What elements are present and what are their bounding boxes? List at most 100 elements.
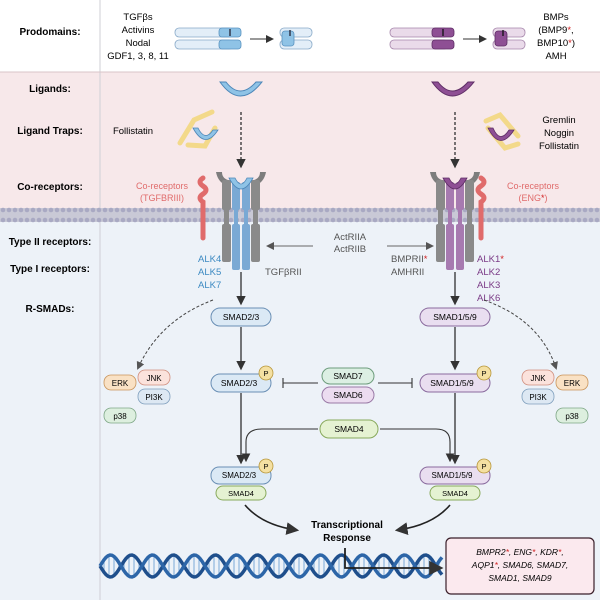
erk-left-node: ERK xyxy=(103,374,137,391)
prodomain-tgfb: TGFβs xyxy=(123,12,152,23)
bmp-precursor-dimer xyxy=(389,27,455,50)
tgf-ligand xyxy=(219,81,264,97)
complex-right-smad4-label: SMAD4 xyxy=(442,489,468,498)
actriia-label: ActRIIA xyxy=(334,232,367,243)
complex-left-smad4-label: SMAD4 xyxy=(228,489,254,498)
smad7-inhibition-left xyxy=(282,378,318,388)
target-genes-line1: BMPR2*, ENG*, KDR*, xyxy=(476,547,563,557)
prodomains-right-list: BMPs (BMP9*, BMP10*) AMH xyxy=(537,12,575,62)
smad159-smad4-complex: SMAD1/5/9 P SMAD4 xyxy=(419,458,492,501)
smad4-to-left-arrow xyxy=(241,428,318,463)
kinases-left: ERK JNK PI3K p38 xyxy=(103,369,171,424)
erk-left-label: ERK xyxy=(112,379,129,388)
trap-right-list: Gremlin Noggin Follistatin xyxy=(539,115,579,152)
row-label-co-receptors: Co-receptors: xyxy=(17,182,83,193)
alk7-label: ALK7 xyxy=(198,280,221,291)
bmp-receptor-complex xyxy=(430,172,480,270)
prodomain-nodal: Nodal xyxy=(126,38,151,49)
trap-gremlin: Gremlin xyxy=(542,115,575,126)
row-label-type2: Type II receptors: xyxy=(9,237,92,248)
tgfbriii-co-receptor xyxy=(197,175,209,241)
smad23-p-label: SMAD2/3 xyxy=(221,378,258,388)
alk1-label: ALK1* xyxy=(477,254,504,265)
complex-right-smad159-label: SMAD1/5/9 xyxy=(432,471,473,480)
bmp-prodomain-cleavage xyxy=(389,27,526,50)
pi3k-right-label: PI3K xyxy=(529,393,547,402)
smad4-center-node: SMAD4 xyxy=(319,419,379,439)
trap-noggin: Noggin xyxy=(544,128,574,139)
prodomain-gdf: GDF1, 3, 8, 11 xyxy=(107,51,169,62)
p38-left-node: p38 xyxy=(103,407,137,424)
complex-right-phospho-label: P xyxy=(481,462,486,471)
erk-right-node: ERK xyxy=(555,374,589,391)
type1-right-list: ALK1* ALK2 ALK3 ALK6 xyxy=(477,254,504,304)
smad6-inhibition-right xyxy=(378,378,413,388)
type1-left-list: ALK4 ALK5 ALK7 xyxy=(198,254,221,291)
tgf-mature-complex xyxy=(279,27,313,50)
eng-co-receptor xyxy=(475,175,487,241)
p38-left-label: p38 xyxy=(113,412,127,421)
jnk-right-label: JNK xyxy=(530,374,546,383)
tgf-noncanonical-arrow xyxy=(136,299,214,370)
prodomain-activins: Activins xyxy=(122,25,155,36)
smad23-smad4-complex: SMAD2/3 P SMAD4 xyxy=(210,458,274,501)
smad23-node: SMAD2/3 xyxy=(210,307,272,327)
alk2-label: ALK2 xyxy=(477,267,500,278)
tgf-precursor-dimer xyxy=(174,27,242,50)
smad159-p-node: SMAD1/5/9 P xyxy=(419,365,492,393)
co-receptor-left-l2: (TGFBRIII) xyxy=(140,193,184,203)
pi3k-left-label: PI3K xyxy=(145,393,163,402)
right-complex-to-response-arrow xyxy=(394,504,451,535)
pi3k-left-node: PI3K xyxy=(137,388,171,405)
smad7-node: SMAD7 xyxy=(321,367,375,385)
co-receptor-left-l1: Co-receptors xyxy=(136,181,189,191)
alk5-label: ALK5 xyxy=(198,267,221,278)
jnk-right-node: JNK xyxy=(521,369,555,386)
gremlin-noggin-trap-right xyxy=(483,111,521,151)
bmprii-label: BMPRII* xyxy=(391,254,428,265)
row-label-prodomains: Prodomains: xyxy=(19,27,80,38)
co-receptor-right-l1: Co-receptors xyxy=(507,181,560,191)
tgf-prodomain-cleavage xyxy=(174,27,313,50)
cell-membrane xyxy=(0,207,600,223)
bmp-noncanonical-arrow xyxy=(483,299,558,370)
smad6-label: SMAD6 xyxy=(333,390,363,400)
target-genes-box: BMPR2*, ENG*, KDR*, AQP1*, SMAD6, SMAD7,… xyxy=(445,537,595,595)
amhrii-label: AMHRII xyxy=(391,267,424,278)
trap-left-label: Follistatin xyxy=(113,126,153,137)
erk-right-label: ERK xyxy=(564,379,581,388)
smad23-label: SMAD2/3 xyxy=(223,312,260,322)
complex-left-smad23-label: SMAD2/3 xyxy=(222,471,257,480)
p38-right-label: p38 xyxy=(565,412,579,421)
smad7-label: SMAD7 xyxy=(333,371,363,381)
jnk-left-label: JNK xyxy=(146,374,162,383)
smad159-node: SMAD1/5/9 xyxy=(419,307,491,327)
left-complex-to-response-arrow xyxy=(244,504,300,535)
row-label-rsmads: R-SMADs: xyxy=(26,304,75,315)
prodomain-bmp10: BMP10*) xyxy=(537,38,575,49)
smad159-phospho-label: P xyxy=(481,369,486,378)
smad6-node: SMAD6 xyxy=(321,386,375,404)
co-receptor-right-l2: (ENG*) xyxy=(518,193,547,203)
smad4-to-right-arrow xyxy=(380,428,455,463)
follistatin-trap-left xyxy=(177,109,219,149)
alk4-label: ALK4 xyxy=(198,254,221,265)
smad23-phospho-label: P xyxy=(263,369,268,378)
bmp-mature-complex xyxy=(492,27,526,50)
smad159-p-label: SMAD1/5/9 xyxy=(430,378,474,388)
kinases-right: JNK ERK PI3K p38 xyxy=(521,369,589,424)
row-label-type1: Type I receptors: xyxy=(10,264,90,275)
alk3-label: ALK3 xyxy=(477,280,500,291)
response-to-genes-arrow xyxy=(344,548,444,576)
pi3k-right-node: PI3K xyxy=(521,388,555,405)
row-label-ligand-traps: Ligand Traps: xyxy=(17,126,83,137)
transcriptional-response-l2: Response xyxy=(323,533,371,544)
alk6-label: ALK6 xyxy=(477,293,500,304)
tgfbrii-label: TGFβRII xyxy=(265,267,302,278)
p38-right-node: p38 xyxy=(555,407,589,424)
smad4-center-label: SMAD4 xyxy=(334,424,364,434)
target-genes-line3: SMAD1, SMAD9 xyxy=(488,573,552,583)
prodomain-bmps: BMPs xyxy=(543,12,569,23)
